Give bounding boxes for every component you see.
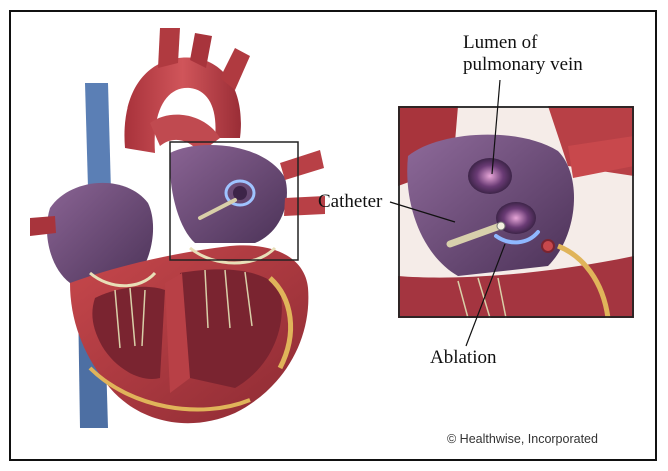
leader-lumen xyxy=(492,80,500,174)
label-catheter: Catheter xyxy=(318,191,382,213)
label-lumen-line2: pulmonary vein xyxy=(463,54,583,76)
copyright-notice: © Healthwise, Incorporated xyxy=(447,432,598,446)
leader-catheter xyxy=(390,202,455,222)
label-ablation: Ablation xyxy=(430,347,497,369)
label-lumen-line1: Lumen of xyxy=(463,32,583,54)
label-lumen-of-pulmonary-vein: Lumen of pulmonary vein xyxy=(463,32,583,76)
leader-ablation xyxy=(466,244,505,346)
